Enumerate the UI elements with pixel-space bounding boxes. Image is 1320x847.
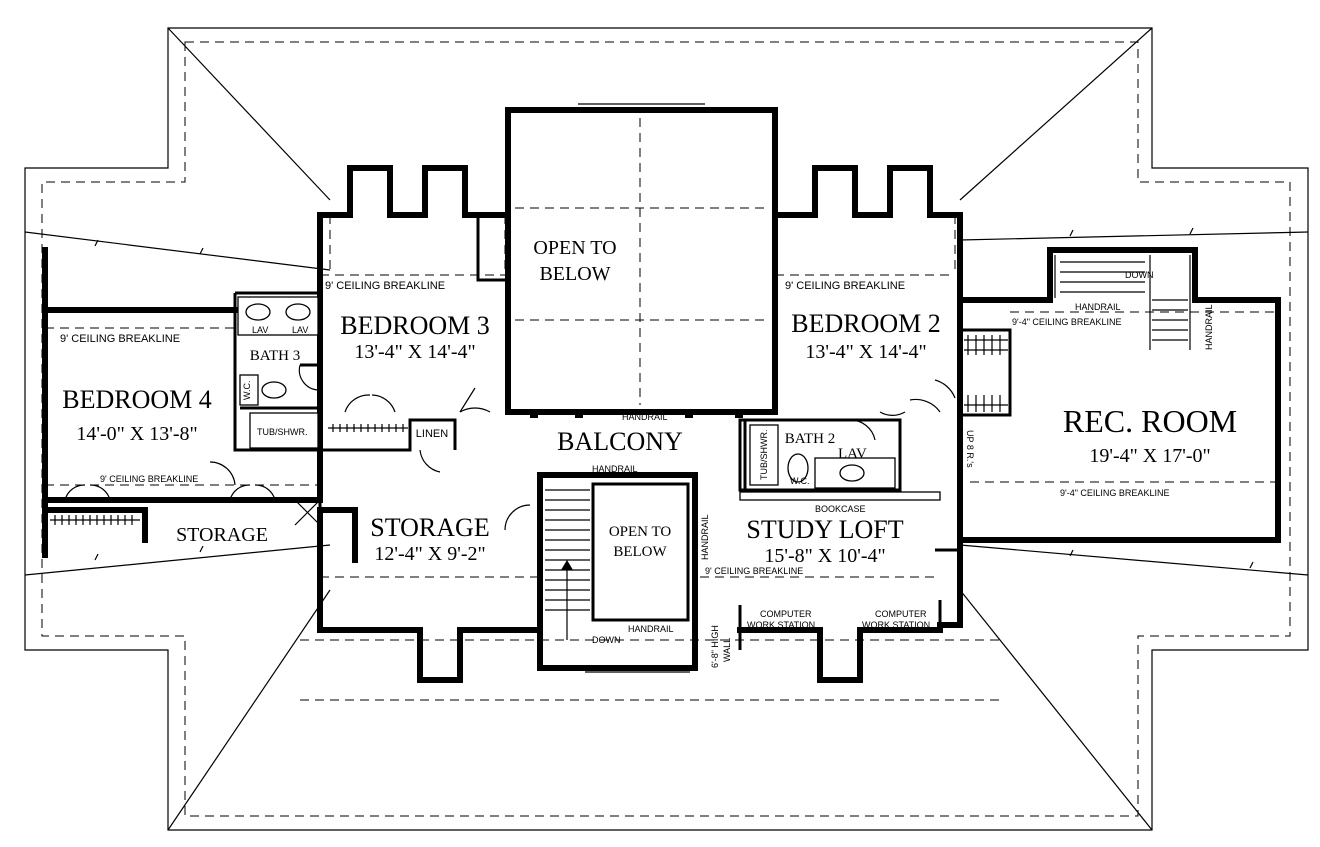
linen-name: LINEN [416,428,448,440]
lav-bath3-a: LAV [252,325,268,335]
bath3-name: BATH 3 [250,348,300,364]
roof-outline [24,27,1309,831]
tub-bath2: TUB/SHWR. [759,430,769,481]
high-wall-2: WALL [722,638,732,662]
wc-bath2: W.C. [790,476,810,486]
room-labels: BEDROOM 4 14'-0" X 13'-8" BEDROOM 3 13'-… [62,237,1237,567]
bookcase-label: BOOKCASE [815,504,866,514]
storage-left-name: STORAGE [176,524,268,546]
tub-bath3: TUB/SHWR. [257,427,308,437]
open-top-line1: OPEN TO [533,237,616,259]
study-loft-name: STUDY LOFT [746,515,903,544]
down-main: DOWN [592,635,621,645]
ceiling-label-bedroom3: 9' CEILING BREAKLINE [325,280,445,292]
storage-mid-dim: 12'-4" X 9'-2" [374,543,485,565]
bedroom4-dim: 14'-0" X 13'-8" [76,423,197,445]
open-top-line2: BELOW [539,263,610,285]
handrail-stair-top: HANDRAIL [592,464,638,474]
ceiling-label-rec-top: 9'-4" CEILING BREAKLINE [1012,317,1121,327]
interior-walls [233,291,1012,650]
handrail-rec-side: HANDRAIL [1204,304,1214,350]
lav-bath2: LAV [838,446,867,462]
open-stair-line1: OPEN TO [609,524,672,540]
exterior-walls [42,107,1281,683]
balcony-name: BALCONY [557,427,683,456]
ceiling-label-rec-bottom: 9'-4" CEILING BREAKLINE [1060,488,1169,498]
handrail-stair-bottom: HANDRAIL [628,624,674,634]
high-wall-1: 6'-8" HIGH [710,625,720,668]
bath2-name: BATH 2 [785,431,835,447]
bedroom3-dim: 13'-4" X 14'-4" [354,341,475,363]
rec-room-dim: 19'-4" X 17'-0" [1089,445,1210,467]
ceiling-breaklines [45,118,1278,701]
wc-bath3: W.C. [242,381,252,401]
computer-right-2: WORK STATION [862,620,930,630]
bedroom4-name: BEDROOM 4 [62,385,212,414]
ceiling-label-storage: 9' CEILING BREAKLINE [100,474,198,484]
lav-bath3-b: LAV [292,325,308,335]
computer-right-1: COMPUTER [875,609,927,619]
annotations: 9' CEILING BREAKLINE 9' CEILING BREAKLIN… [60,270,1214,668]
storage-mid-name: STORAGE [370,513,489,542]
up-rec: UP 8 R.'s [965,430,975,468]
down-rec: DOWN [1125,270,1154,280]
computer-left-2: WORK STATION [747,620,815,630]
fixtures [50,103,1191,673]
study-loft-dim: 15'-8" X 10'-4" [764,545,885,567]
handrail-stair-side: HANDRAIL [700,514,710,560]
bedroom3-name: BEDROOM 3 [340,311,490,340]
handrail-balcony: HANDRAIL [622,412,668,422]
open-stair-line2: BELOW [613,544,667,560]
ceiling-label-bedroom2: 9' CEILING BREAKLINE [785,280,905,292]
bedroom2-name: BEDROOM 2 [791,309,941,338]
ceiling-label-bedroom4: 9' CEILING BREAKLINE [60,333,180,345]
handrail-rec: HANDRAIL [1075,302,1121,312]
rec-room-name: REC. ROOM [1063,403,1237,439]
computer-left-1: COMPUTER [760,609,812,619]
bedroom2-dim: 13'-4" X 14'-4" [805,341,926,363]
ceiling-label-loft: 9' CEILING BREAKLINE [705,566,803,576]
